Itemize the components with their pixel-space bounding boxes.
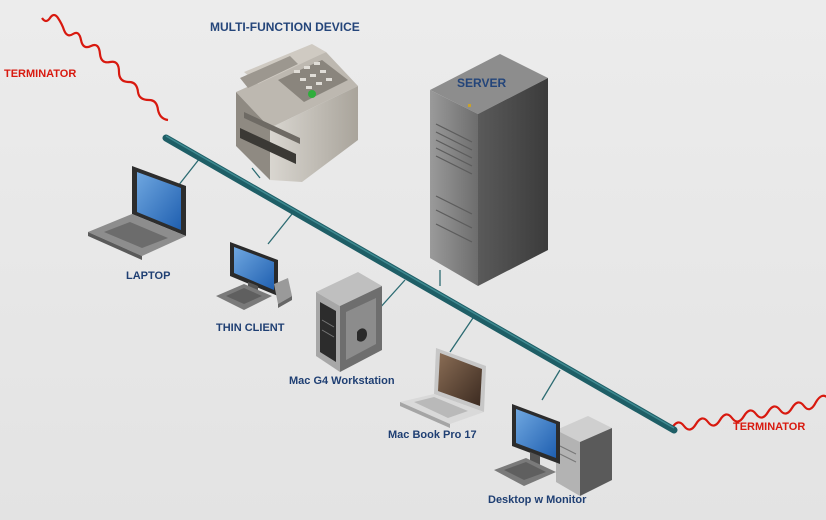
network-bus-cable (162, 134, 678, 434)
laptop-icon[interactable] (88, 166, 186, 260)
label-mac-book-pro-17: Mac Book Pro 17 (388, 429, 477, 441)
macbook-pro-icon[interactable] (400, 348, 486, 428)
label-server: SERVER (457, 76, 507, 90)
label-laptop: LAPTOP (126, 270, 171, 282)
label-multi-function-device: MULTI-FUNCTION DEVICE (210, 20, 360, 34)
label-desktop-w-monitor: Desktop w Monitor (488, 494, 587, 506)
label-thin-client: THIN CLIENT (216, 322, 285, 334)
label-terminator-left: TERMINATOR (4, 68, 77, 80)
server-tower-icon[interactable] (430, 54, 548, 286)
thin-client-icon[interactable] (216, 242, 292, 310)
terminator-left-wave (41, 13, 169, 122)
mac-g4-tower-icon[interactable] (316, 272, 382, 372)
label-terminator-right: TERMINATOR (733, 421, 806, 433)
terminator-right-wave (671, 394, 826, 431)
label-mac-g4-workstation: Mac G4 Workstation (289, 375, 395, 387)
multi-function-device-icon[interactable] (236, 44, 358, 182)
desktop-monitor-icon[interactable] (494, 404, 612, 496)
